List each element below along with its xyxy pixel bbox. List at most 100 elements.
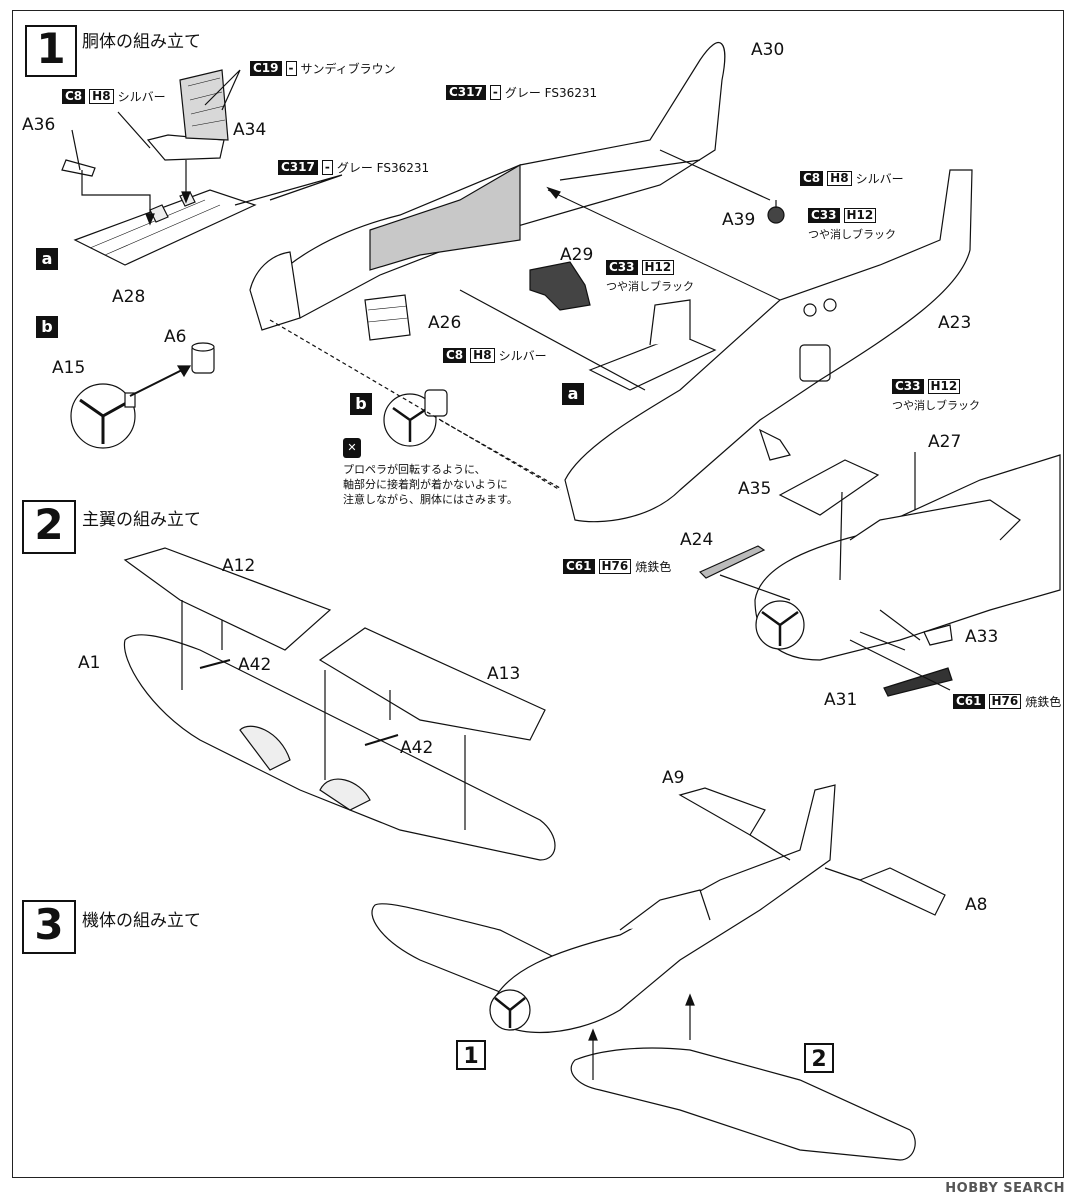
part-label-A35: A35 — [738, 479, 772, 499]
exhaust-A31 — [883, 667, 953, 697]
color-callout-c317-b: C317 - グレー FS36231 — [278, 159, 429, 176]
subassy-a-floor — [588, 299, 717, 391]
engine-assembly — [754, 454, 1061, 661]
cockpit-floor-A28 — [73, 189, 257, 266]
part-label-A28: A28 — [112, 287, 146, 307]
part-label-A13: A13 — [487, 664, 521, 684]
caution-icon: ✕ — [343, 438, 361, 458]
tailwheel-A39 — [767, 200, 785, 224]
color-callout-c61-a: C61 H76 焼鉄色 — [563, 558, 671, 575]
color-name: 焼鉄色 — [635, 560, 672, 574]
cowl-panel-A35 — [778, 459, 880, 516]
propeller-A15 — [70, 383, 136, 449]
h-code: H76 — [988, 694, 1022, 709]
subassy-marker-b-right: b — [350, 393, 372, 415]
color-code: C8 — [443, 348, 467, 363]
color-code: C61 — [563, 559, 595, 574]
fuselage-left-half — [249, 41, 726, 331]
color-callout-c33-b: C33 H12 — [606, 260, 675, 275]
subassembly-ref-2: 2 — [804, 1043, 834, 1073]
scoop-A33 — [923, 624, 953, 646]
h-code: H8 — [827, 171, 852, 186]
color-code: C33 — [606, 260, 638, 275]
control-stick-A36 — [61, 129, 96, 177]
gun-A24 — [698, 545, 766, 579]
color-name: グレー FS36231 — [336, 161, 430, 175]
color-callout-c8-b: C8 H8 シルバー — [800, 170, 904, 187]
instrument-panel-A29 — [529, 261, 591, 311]
color-callout-c33-c: C33 H12 — [892, 379, 961, 394]
part-label-A27: A27 — [928, 432, 962, 452]
part-label-A24: A24 — [680, 530, 714, 550]
part-label-A30: A30 — [751, 40, 785, 60]
h-code: H76 — [598, 559, 632, 574]
part-label-A26: A26 — [428, 313, 462, 333]
step-2-title: 主翼の組み立て — [82, 510, 201, 530]
color-callout-c61-b: C61 H76 焼鉄色 — [953, 693, 1061, 710]
h-code: - — [285, 61, 297, 76]
color-code: C33 — [808, 208, 840, 223]
part-label-A31: A31 — [824, 690, 858, 710]
note-line-1: プロペラが回転するように、 — [343, 463, 486, 476]
part-label-A34: A34 — [233, 120, 267, 140]
color-name: サンディブラウン — [300, 62, 396, 76]
color-callout-c33-a: C33 H12 — [808, 208, 877, 223]
part-label-A42-right: A42 — [400, 738, 434, 758]
aircraft-full — [371, 784, 916, 1161]
h-code: - — [321, 160, 333, 175]
part-label-A1: A1 — [78, 653, 101, 673]
step-3-number: 3 — [22, 900, 76, 954]
color-code: C61 — [953, 694, 985, 709]
h-code: H12 — [843, 208, 877, 223]
watermark: HOBBY SEARCH — [945, 1181, 1065, 1196]
color-name-c33-b: つや消しブラック — [606, 280, 694, 293]
h-code: H8 — [470, 348, 495, 363]
stabilizer-A9 — [678, 787, 766, 836]
part-label-A15: A15 — [52, 358, 86, 378]
color-callout-c8-a: C8 H8 シルバー — [62, 88, 166, 105]
color-name: シルバー — [498, 349, 547, 363]
color-code: C317 — [446, 85, 486, 100]
part-label-A8: A8 — [965, 895, 988, 915]
wing-upper-left-A12 — [123, 547, 332, 651]
spinner-cap-A6 — [191, 342, 215, 374]
part-label-A29: A29 — [560, 245, 594, 265]
h-code: H8 — [89, 89, 114, 104]
step-1-title: 胴体の組み立て — [82, 32, 201, 52]
step-3-title: 機体の組み立て — [82, 911, 201, 931]
wing-lower-A1 — [123, 634, 556, 861]
note-line-2: 軸部分に接着剤が着かないように — [343, 478, 508, 491]
color-name: 焼鉄色 — [1025, 695, 1062, 709]
note-line-3: 注意しながら、胴体にはさみます。 — [343, 493, 518, 506]
color-code: C8 — [62, 89, 86, 104]
color-code: C8 — [800, 171, 824, 186]
instruction-sheet — [12, 10, 1064, 1178]
h-code: H12 — [927, 379, 961, 394]
part-label-A9: A9 — [662, 768, 685, 788]
color-callout-c19: C19 - サンディブラウン — [250, 60, 396, 77]
wing-upper-right-A13 — [318, 627, 546, 741]
stabilizer-A8 — [858, 867, 946, 916]
fuselage-right-half-A23 — [564, 169, 973, 523]
step-1-number: 1 — [25, 25, 77, 77]
propeller-b — [383, 389, 448, 447]
color-name: シルバー — [117, 90, 166, 104]
part-label-A12: A12 — [222, 556, 256, 576]
part-label-A36: A36 — [22, 115, 56, 135]
part-label-A39: A39 — [722, 210, 756, 230]
color-callout-c317-a: C317 - グレー FS36231 — [446, 84, 597, 101]
color-name-c33-c: つや消しブラック — [892, 399, 980, 412]
part-label-A23: A23 — [938, 313, 972, 333]
subassy-marker-b-left: b — [36, 316, 58, 338]
part-label-A6: A6 — [164, 327, 187, 347]
color-code: C317 — [278, 160, 318, 175]
h-code: - — [489, 85, 501, 100]
subassembly-ref-1: 1 — [456, 1040, 486, 1070]
color-name-c33-a: つや消しブラック — [808, 228, 896, 241]
subassy-marker-a-right: a — [562, 383, 584, 405]
gun-tray-A26 — [364, 294, 411, 341]
seat-assembly-A34 — [146, 69, 229, 161]
color-name: グレー FS36231 — [504, 86, 598, 100]
assembly-note: プロペラが回転するように、 軸部分に接着剤が着かないように 注意しながら、胴体に… — [343, 462, 518, 507]
